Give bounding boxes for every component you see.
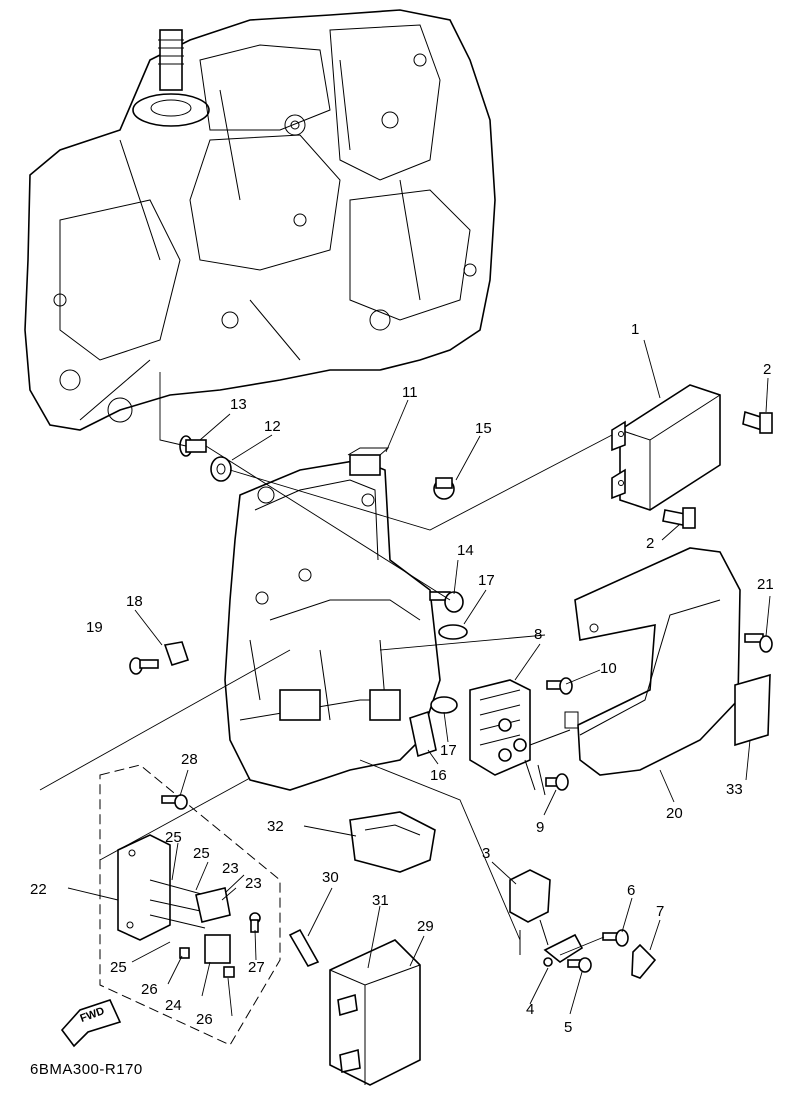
part-10 [546,677,573,695]
part-label-1: 1 [631,321,640,338]
part-label-25-lower: 25 [110,959,127,976]
part-6 [602,929,629,947]
part-33-label [734,673,771,747]
diagram-reference-code: 6BMA300-R170 [30,1061,143,1078]
part-label-29: 29 [417,918,434,935]
part-label-25-mid: 25 [193,845,210,862]
part-18 [163,641,190,666]
part-12 [210,456,232,482]
bolt-2-lower [662,507,696,529]
part-label-12: 12 [264,418,281,435]
part-label-13: 13 [230,396,247,413]
part-label-17-lower: 17 [440,742,457,759]
cdi-unit [611,384,721,511]
part-label-7: 7 [656,903,665,920]
part-label-20: 20 [666,805,683,822]
part-17-lower [430,696,458,714]
part-4 [543,933,584,967]
part-label-15: 15 [475,420,492,437]
engine-block [24,9,496,431]
part-label-2-lower: 2 [646,535,655,552]
part-21 [744,633,773,653]
part-label-4: 4 [526,1001,535,1018]
part-label-33: 33 [726,781,743,798]
part-27 [249,912,261,933]
part-13 [179,435,207,457]
part-24 [204,934,231,964]
part-16 [409,710,437,758]
part-label-5: 5 [564,1019,573,1036]
part-label-3: 3 [482,845,491,862]
part-7 [631,943,657,979]
part-label-26-left: 26 [141,981,158,998]
part-9 [545,773,569,791]
part-17-upper [438,624,468,640]
part-3 [509,869,551,955]
part-label-32: 32 [267,818,284,835]
part-26-left [179,947,190,959]
part-29-31-case [329,939,421,1086]
part-22 [117,834,206,941]
part-label-23-upper: 23 [222,860,239,877]
part-label-21: 21 [757,576,774,593]
fwd-arrow [60,999,122,1048]
part-label-19: 19 [86,619,103,636]
part-label-25-upper: 25 [165,829,182,846]
part-label-24: 24 [165,997,182,1014]
part-26-right [223,966,235,978]
part-label-14: 14 [457,542,474,559]
part-20-cover [574,547,741,776]
part-14 [429,591,464,613]
part-label-17-upper: 17 [478,572,495,589]
part-8 [469,679,579,796]
part-label-18: 18 [126,593,143,610]
part-23 [195,887,231,923]
leader-lines [39,339,771,1017]
part-label-6: 6 [627,882,636,899]
part-30 [288,928,320,967]
part-label-9: 9 [536,819,545,836]
bolt-2-upper [742,410,773,434]
part-label-31: 31 [372,892,389,909]
part-label-22: 22 [30,881,47,898]
part-label-23-lower: 23 [245,875,262,892]
part-32 [349,811,436,873]
part-label-11: 11 [402,384,418,401]
part-label-30: 30 [322,869,339,886]
part-19 [129,657,159,675]
part-label-16: 16 [430,767,447,784]
group-22-outline [99,764,281,1046]
part-label-27: 27 [248,959,265,976]
part-label-8: 8 [534,626,543,643]
part-label-26-right: 26 [196,1011,213,1028]
electrical-bracket [224,447,441,791]
part-label-10: 10 [600,660,617,677]
part-28 [161,794,188,810]
part-15 [433,477,455,500]
part-label-2-upper: 2 [763,361,772,378]
part-label-28: 28 [181,751,198,768]
part-5 [567,957,592,973]
